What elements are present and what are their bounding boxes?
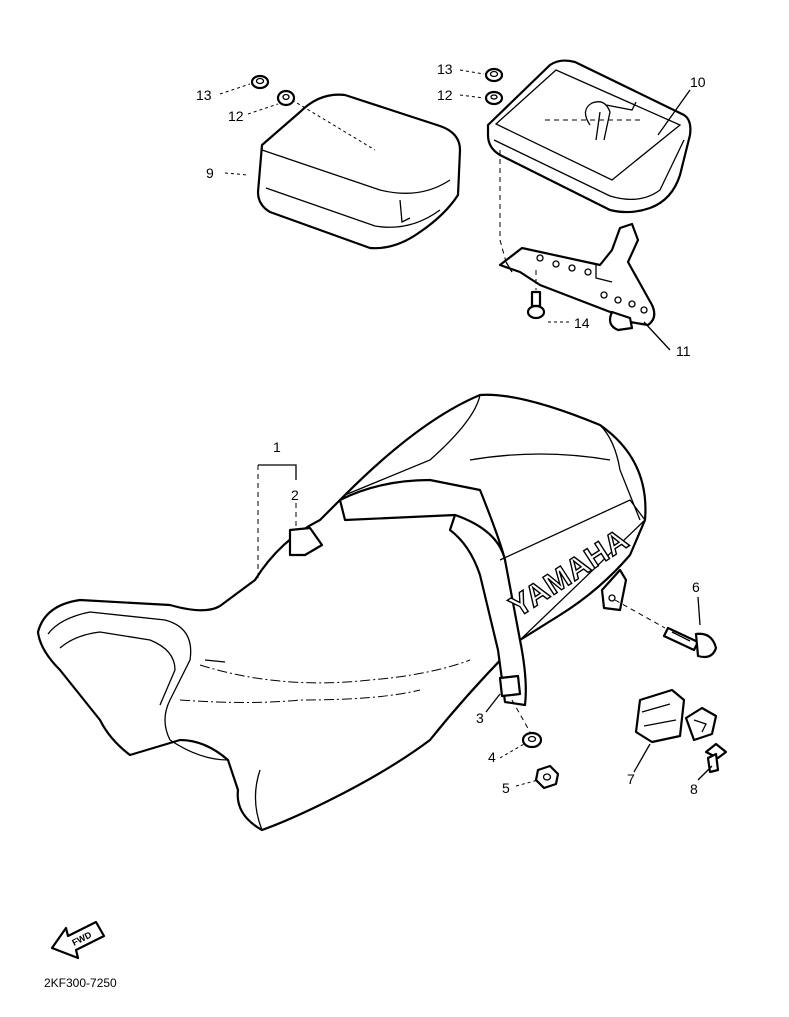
part-10-tray — [486, 59, 692, 214]
part-11-bracket — [498, 150, 656, 332]
callout-8: 8 — [690, 781, 698, 797]
part-1-seat — [36, 393, 647, 832]
callout-1: 1 — [273, 439, 281, 455]
screw-14 — [526, 270, 546, 320]
callout-11: 11 — [676, 343, 691, 359]
nut-13-right — [484, 67, 504, 83]
callout-6: 6 — [692, 579, 700, 595]
callout-4: 4 — [488, 749, 496, 765]
callout-12-left: 12 — [228, 108, 244, 124]
callout-7: 7 — [627, 771, 635, 787]
bolt-6 — [614, 599, 718, 659]
callout-9: 9 — [206, 165, 214, 181]
callout-2: 2 — [291, 487, 299, 503]
seat-lock-7 — [634, 688, 718, 744]
screw-8 — [704, 742, 728, 774]
callout-14: 14 — [574, 315, 590, 331]
nut-13-left — [250, 74, 270, 90]
callout-5: 5 — [502, 780, 510, 796]
callout-13-left: 13 — [196, 87, 212, 103]
fwd-arrow-icon: FWD — [50, 920, 106, 960]
washer-12-right — [484, 90, 504, 106]
washer-12-left — [276, 89, 296, 107]
callout-10: 10 — [690, 74, 706, 90]
part-9-seat-cover — [256, 93, 462, 250]
callout-3: 3 — [476, 710, 484, 726]
diagram-code: 2KF300-7250 — [44, 976, 117, 990]
nut-5 — [534, 764, 560, 790]
callout-13-right: 13 — [437, 61, 453, 77]
callout-12-right: 12 — [437, 87, 453, 103]
washer-4 — [521, 731, 543, 749]
